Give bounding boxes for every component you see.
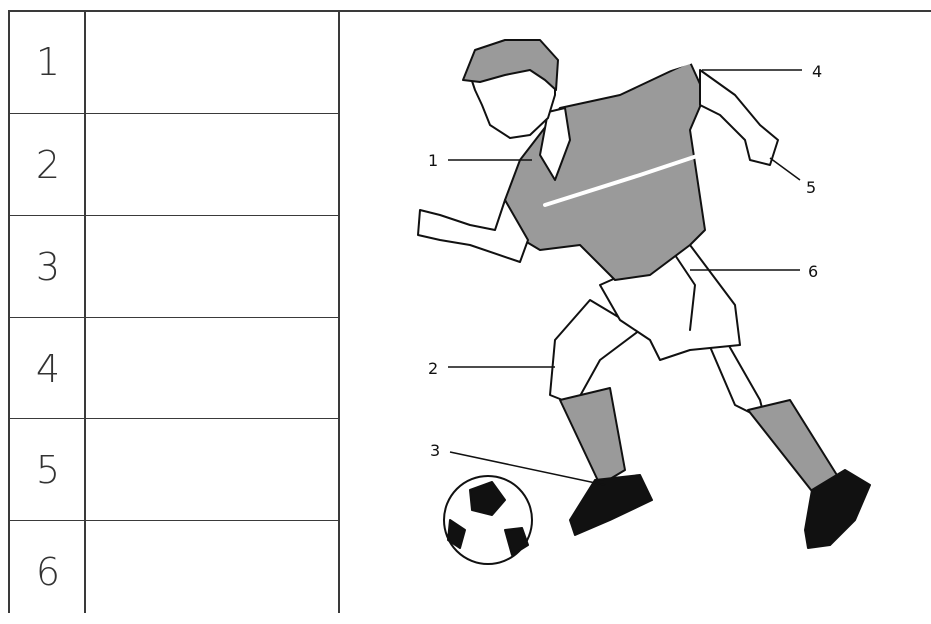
answer-cell[interactable]: [88, 319, 338, 419]
row-divider: [10, 215, 338, 216]
row-number: 5: [10, 420, 86, 520]
row-number: 2: [10, 115, 86, 215]
soccer-player-illustration: 1 2 3 4 5 6: [340, 20, 920, 600]
answer-cell[interactable]: [88, 12, 338, 112]
row-number: 6: [10, 522, 86, 622]
callout-label-3: 3: [430, 441, 440, 460]
table-row: 1: [10, 12, 338, 114]
table-row: 4: [10, 319, 338, 421]
answer-cell[interactable]: [88, 522, 338, 622]
row-number: 4: [10, 319, 86, 419]
callout-label-4: 4: [812, 62, 822, 81]
row-number: 3: [10, 217, 86, 317]
callout-label-5: 5: [806, 178, 816, 197]
answer-cell[interactable]: [88, 115, 338, 215]
row-divider: [10, 520, 338, 521]
table-row: 3: [10, 217, 338, 319]
row-divider: [10, 418, 338, 419]
table-row: 2: [10, 115, 338, 217]
table-row: 6: [10, 522, 338, 624]
row-divider: [10, 113, 338, 114]
callout-label-2: 2: [428, 359, 438, 378]
row-divider: [10, 317, 338, 318]
callout-label-6: 6: [808, 262, 818, 281]
callout-label-1: 1: [428, 151, 438, 170]
answer-cell[interactable]: [88, 217, 338, 317]
answer-cell[interactable]: [88, 420, 338, 520]
callout-line-5: [770, 158, 800, 180]
row-number: 1: [10, 12, 86, 112]
table-row: 5: [10, 420, 338, 522]
